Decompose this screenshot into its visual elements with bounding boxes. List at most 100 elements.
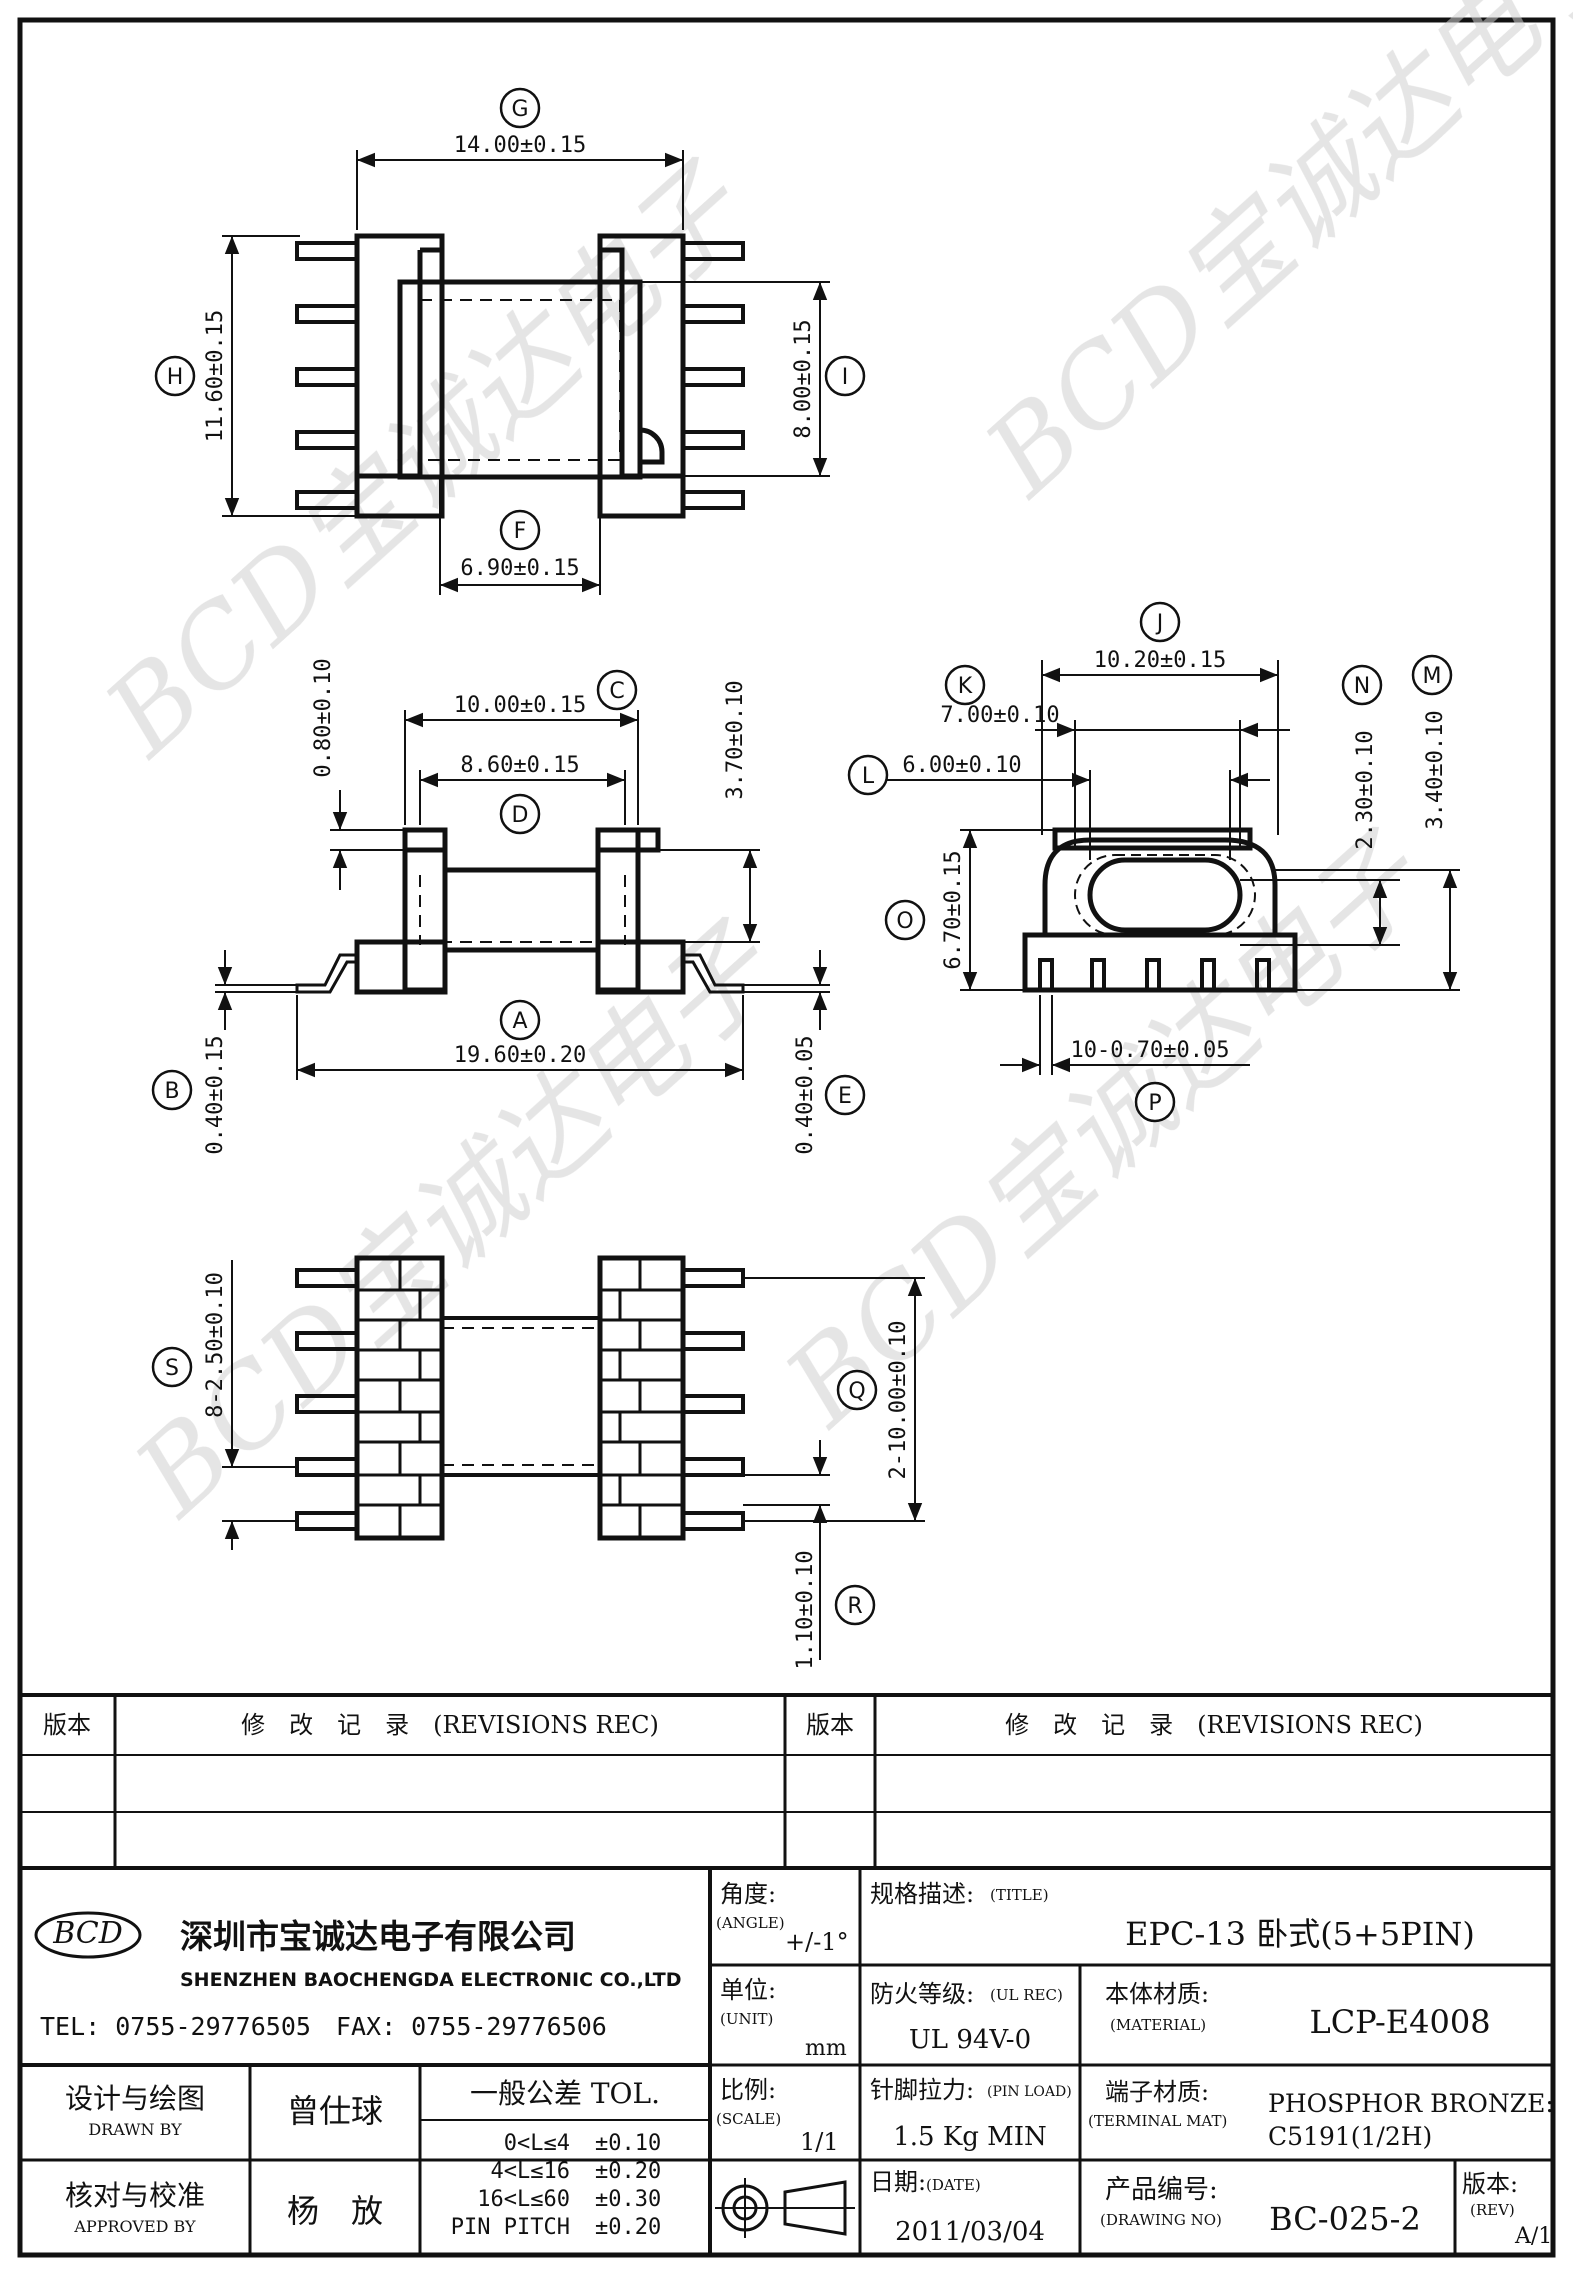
dim-e-letter: E [838,1084,852,1109]
dim-r-value: 1.10±0.10 [793,1550,818,1669]
dim-e-value: 0.40±0.05 [793,1035,818,1154]
tol-range-1: 4<L≤16 [491,2159,570,2184]
date-value: 2011/03/04 [895,2217,1045,2247]
dim-p-value: 10-0.70±0.05 [1071,1038,1230,1063]
pin-load-value: 1.5 Kg MIN [893,2122,1047,2152]
side-view-pins [1038,958,1271,990]
angle-sub: (ANGLE) [716,1914,785,1932]
rev-sub: (REV) [1470,2201,1515,2219]
watermark-text: BCD宝诚达电子 [760,811,1451,1451]
material-label: 本体材质: [1105,1980,1209,2008]
company-contact: TEL: 0755-29776505 FAX: 0755-29776506 [40,2012,607,2041]
terminal-sub: (TERMINAL MAT) [1088,2112,1227,2130]
title-label: 规格描述: [870,1880,974,1908]
drawing-no-label: 产品编号: [1105,2175,1218,2205]
tolerance-label: 一般公差 TOL. [470,2077,660,2110]
company-name-cn: 深圳市宝诚达电子有限公司 [180,1917,576,1956]
dim-c-value: 10.00±0.15 [454,693,586,718]
dim-k-letter: K [958,674,973,699]
top-view-right-flange [597,233,686,519]
rev-value: A/1 [1514,2224,1552,2249]
tol-range-3: PIN PITCH [451,2215,570,2240]
front-view: 10.00±0.15 C 8.60±0.15 D 0.80±0.10 3.70±… [151,658,866,1155]
dim-g-letter: G [511,97,528,122]
top-view-core [397,279,643,480]
tol-range-0: 0<L≤4 [504,2131,570,2156]
tol-value-2: ±0.30 [595,2187,661,2212]
dim-l-letter: L [862,764,875,789]
drawing-no-value: BC-025-2 [1269,2200,1421,2238]
drawn-label: 设计与绘图 [65,2082,205,2115]
watermark-text: BCD宝诚达电子 [110,901,801,1541]
drawing-no-sub: (DRAWING NO) [1100,2211,1222,2229]
watermark-group: BCD宝诚达电子 BCD宝诚达电子 BCD宝诚达电子 BCD宝诚达电子 [80,0,1573,1541]
dim-h-value: 11.60±0.15 [203,310,228,442]
dim-f-value: 6.90±0.15 [460,556,579,581]
dim-s-value: 8-2.50±0.10 [203,1272,228,1418]
dim-b-letter: B [164,1079,179,1104]
top-view-left-flange [354,233,445,519]
dim-g-value: 14.00±0.15 [454,133,586,158]
logo-text: BCD [52,1916,123,1951]
dim-i-value: 8.00±0.15 [791,319,816,438]
scale-label: 比例: [720,2076,776,2104]
dim-o-letter: O [896,909,913,934]
dim-l-value: 6.00±0.10 [902,753,1021,778]
dim-m-letter: M [1423,664,1442,689]
pin-load-label: 针脚拉力: [870,2076,974,2104]
pin-load-sub: (PIN LOAD) [987,2084,1072,2100]
side-view-body [1042,837,1278,938]
terminal-label: 端子材质: [1105,2078,1209,2106]
dim-p-letter: P [1148,1091,1161,1116]
drawn-sub: DRAWN BY [88,2120,182,2139]
approved-label: 核对与校准 [65,2179,205,2212]
dim-a-letter: A [512,1009,527,1034]
bottom-view-right-pins [681,1268,745,1531]
dim-j-value: 10.20±0.15 [1094,648,1226,673]
title-block: BCD 深圳市宝诚达电子有限公司 SHENZHEN BAOCHENGDA ELE… [20,1868,1554,2255]
revision-record-header: 修 改 记 录 (REVISIONS REC) [241,1711,659,1739]
title-sub: (TITLE) [990,1886,1049,1904]
rev-label: 版本: [1462,2170,1518,2198]
tol-range-2: 16<L≤60 [477,2187,570,2212]
dim-c-letter: C [609,679,624,704]
scale-sub: (SCALE) [716,2110,781,2128]
revision-version-header: 版本 [806,1711,854,1739]
title-value: EPC-13 卧式(5+5PIN) [1125,1915,1475,1953]
material-value: LCP-E4008 [1309,2003,1490,2041]
dim-b-value: 0.40±0.15 [203,1035,228,1154]
angle-label: 角度: [720,1880,776,1908]
dim-n-letter: N [1354,674,1370,699]
revision-version-header: 版本 [43,1711,91,1739]
company-name-en: SHENZHEN BAOCHENGDA ELECTRONIC CO.,LTD [180,1969,681,1991]
dim-a-value: 19.60±0.20 [454,1043,586,1068]
side-view: 10.20±0.15 J 7.00±0.10 K 6.00±0.10 L 2.3… [847,601,1460,1123]
date-sub: (DATE) [926,2176,981,2194]
dim-f-letter: F [514,519,527,544]
company-logo: BCD [34,1911,142,1959]
watermark-text: BCD宝诚达电子 [960,0,1573,521]
dim-j-letter: J [1155,611,1164,636]
revision-record-header: 修 改 记 录 (REVISIONS REC) [1005,1711,1423,1739]
material-sub: (MATERIAL) [1110,2016,1206,2034]
outer-frame [17,17,1556,2258]
terminal-value-1: PHOSPHOR BRONZE: [1268,2089,1554,2118]
dim-r-letter: R [847,1594,862,1619]
dim-m-value: 3.40±0.10 [1423,710,1448,829]
dim-height-value: 3.70±0.10 [723,680,748,799]
approved-sub: APPROVED BY [73,2217,196,2236]
dim-h-letter: H [167,365,184,390]
dim-q-value: 2-10.00±0.10 [886,1321,911,1480]
date-label: 日期: [870,2168,926,2196]
tol-value-0: ±0.10 [595,2131,661,2156]
angle-value: +/-1° [785,1928,849,1956]
terminal-value-2: C5191(1/2H) [1268,2122,1432,2151]
dim-n-value: 2.30±0.10 [1353,730,1378,849]
dim-flange-value: 0.80±0.10 [311,658,336,777]
dim-d-letter: D [512,803,529,828]
ul-sub: (UL REC) [990,1986,1063,2004]
dim-s-letter: S [165,1356,179,1381]
unit-sub: (UNIT) [720,2010,773,2028]
front-view-core [442,867,601,953]
